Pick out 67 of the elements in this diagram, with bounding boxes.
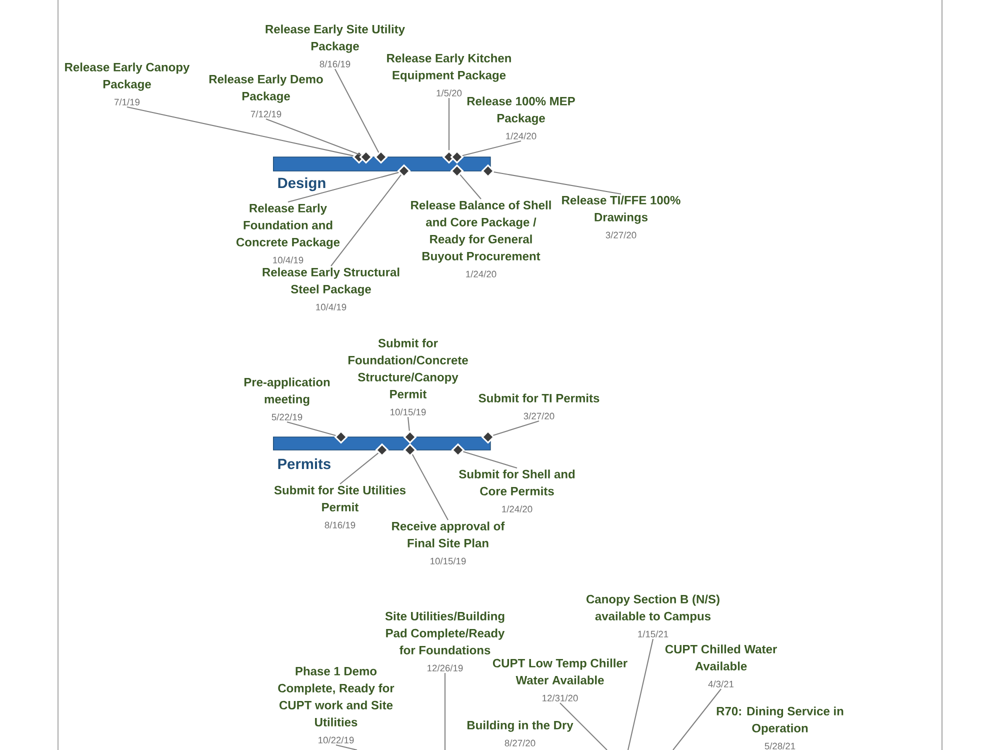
milestone-date: 10/4/19 <box>316 304 346 310</box>
milestone-date: 3/27/20 <box>606 232 636 238</box>
timeline-bar: Design <box>273 156 491 192</box>
milestone-date: 8/27/20 <box>504 740 536 746</box>
milestone-date: 12/26/19 <box>428 664 463 672</box>
leader-line <box>126 106 354 156</box>
milestone-date: 5/28/21 <box>764 742 796 750</box>
milestone-date: 1/5/20 <box>436 90 462 96</box>
leader-line <box>444 673 446 750</box>
milestone-date: 3/27/20 <box>524 412 554 420</box>
milestone-date: 8/16/19 <box>320 60 350 68</box>
leader-line <box>336 744 358 750</box>
milestone-date: 10/4/19 <box>273 256 304 264</box>
milestone-title: Release Early Foundation and Concrete Package <box>236 204 340 249</box>
node-label: Design <box>278 177 326 192</box>
milestone-date: 8/16/19 <box>324 522 356 528</box>
milestone-date: 5/22/19 <box>272 414 302 420</box>
milestone-title: Canopy Section B (N/S) available to Campus <box>586 594 720 623</box>
milestone-date: 1/24/20 <box>502 506 532 512</box>
leader-line <box>462 140 522 156</box>
milestone-date: 1/15/21 <box>638 630 668 638</box>
milestone-title: Site Utilities/Building Pad Complete/Ready for Foundations <box>385 612 505 654</box>
milestone-title: Release Early Kitchen Equipment Package <box>387 54 511 82</box>
leader-line <box>334 68 380 153</box>
milestone-title: Release Early Structural Steel Package <box>262 268 400 296</box>
milestone-date: 7/12/19 <box>250 110 282 118</box>
milestone-title: Phase 1 Demo Complete, Ready for CUPT work and Site Utilities <box>278 666 394 726</box>
leader-line <box>463 451 518 469</box>
leader-line <box>672 688 722 750</box>
leader-line <box>627 638 654 750</box>
milestone-date: 7/1/19 <box>114 98 140 106</box>
milestone-title: Submit for TI Permits <box>478 394 600 402</box>
milestone-date: 10/22/19 <box>318 736 354 744</box>
milestone-date: 10/15/19 <box>390 408 426 416</box>
milestone-title: Receive approval of Final Site Plan <box>392 522 505 548</box>
leader-line <box>560 702 608 750</box>
node-label: Permits <box>278 458 330 470</box>
leader-line <box>494 171 622 195</box>
milestone-title: Release Early Canopy Package <box>65 62 190 91</box>
milestone-date: 12/31/20 <box>542 694 578 702</box>
milestone-title: Submit for Foundation/Concrete Structure/Canopy Permit <box>348 338 468 398</box>
milestone-title: Submit for Shell and Core Permits <box>459 470 575 496</box>
milestone-date: 1/24/20 <box>506 132 536 140</box>
milestone-title: Release TI/FFE 100% Drawings <box>562 196 680 224</box>
milestone-title: Release Early Site Utility Package <box>266 24 405 53</box>
milestone-date: 10/15/19 <box>430 558 466 564</box>
leader-line <box>330 174 402 266</box>
timeline-bar: Permits <box>273 436 491 470</box>
milestone-title: Submit for Site Utilities Permit <box>274 486 406 512</box>
milestone-date: 4/3/21 <box>708 680 734 688</box>
milestone-title: CUPT Low Temp Chiller Water Available <box>492 658 628 684</box>
milestone-title: Release Early Demo Package <box>209 74 323 103</box>
leader-line <box>460 174 482 200</box>
milestone-title: Building in the Dry <box>467 720 574 732</box>
leader-line <box>266 118 362 156</box>
leader-line <box>448 98 450 150</box>
milestone-title: CUPT Chilled Water Available <box>665 644 777 670</box>
leader-line <box>286 421 336 436</box>
milestone-title: R70: Dining Service in Operation <box>716 706 844 735</box>
leader-line <box>340 452 379 484</box>
leader-line <box>407 416 410 431</box>
milestone-title: Release Balance of Shell and Core Package / Ready for General Buyout Procurement <box>411 200 551 263</box>
milestone-title: Release 100% MEP Package <box>467 96 575 125</box>
milestone-date: 1/24/20 <box>466 270 496 278</box>
leader-line <box>493 420 540 436</box>
milestone-title: Pre-application meeting <box>244 378 330 406</box>
leader-line <box>288 172 399 203</box>
